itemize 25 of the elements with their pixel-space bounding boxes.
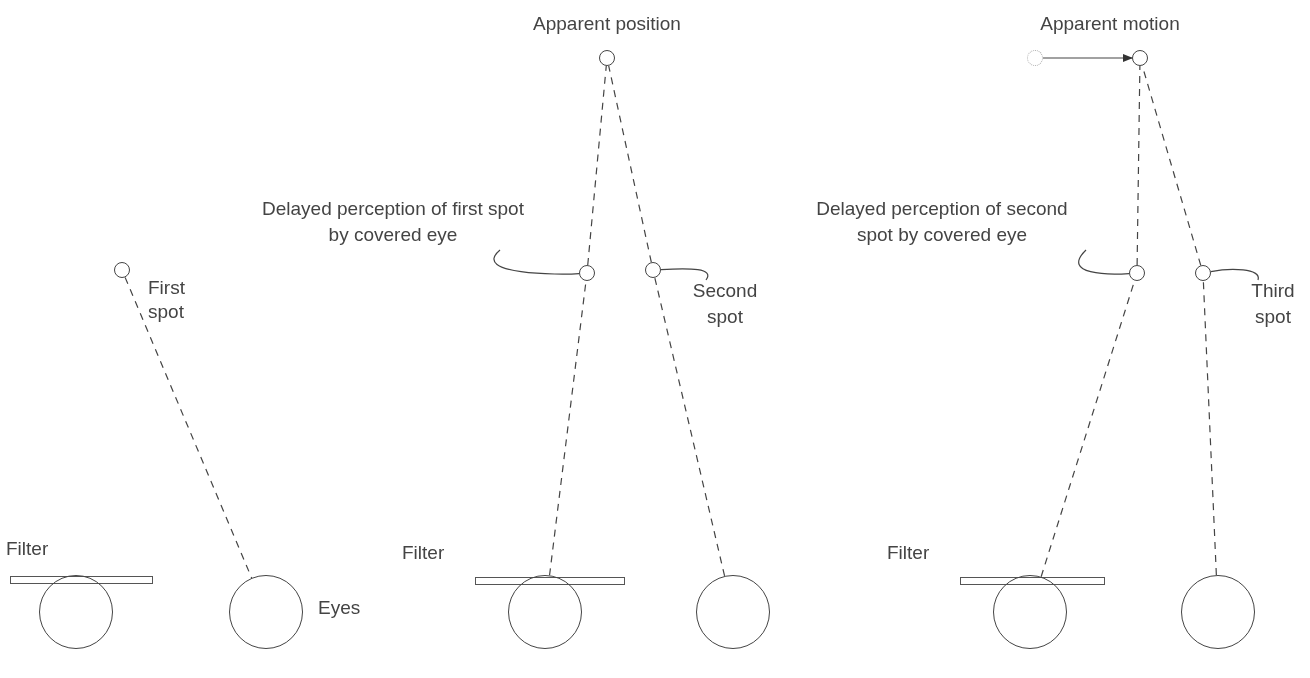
caption-text: Filter	[6, 537, 50, 561]
caption-text: Apparent position	[532, 12, 682, 36]
filter-bar	[475, 577, 625, 585]
caption-text: Filter	[887, 541, 931, 565]
callout-text: Third spot	[1236, 278, 1310, 332]
caption-text: Apparent motion	[1039, 12, 1181, 36]
leader-line	[1210, 268, 1259, 281]
caption-text: Filter	[402, 541, 446, 565]
dashed-line	[608, 65, 652, 263]
dashed-line	[1136, 65, 1141, 266]
callout-text: Delayed perception of first spot by covered eye	[262, 196, 524, 250]
caption-text: First spot	[148, 276, 186, 324]
dashed-line	[587, 65, 607, 266]
filter-bar	[10, 576, 153, 584]
dashed-line	[1202, 280, 1217, 576]
filter-bar	[960, 577, 1105, 585]
leader-line	[493, 249, 580, 275]
callout-text: Delayed perception of second spot by covered eye	[806, 196, 1078, 250]
leader-line	[660, 268, 709, 281]
callout-text: Second spot	[678, 278, 772, 332]
dashed-line	[654, 277, 726, 577]
caption-text: Eyes	[318, 596, 362, 620]
arrow	[1042, 54, 1133, 62]
leader-line	[1078, 249, 1130, 275]
dashed-line	[124, 276, 253, 579]
